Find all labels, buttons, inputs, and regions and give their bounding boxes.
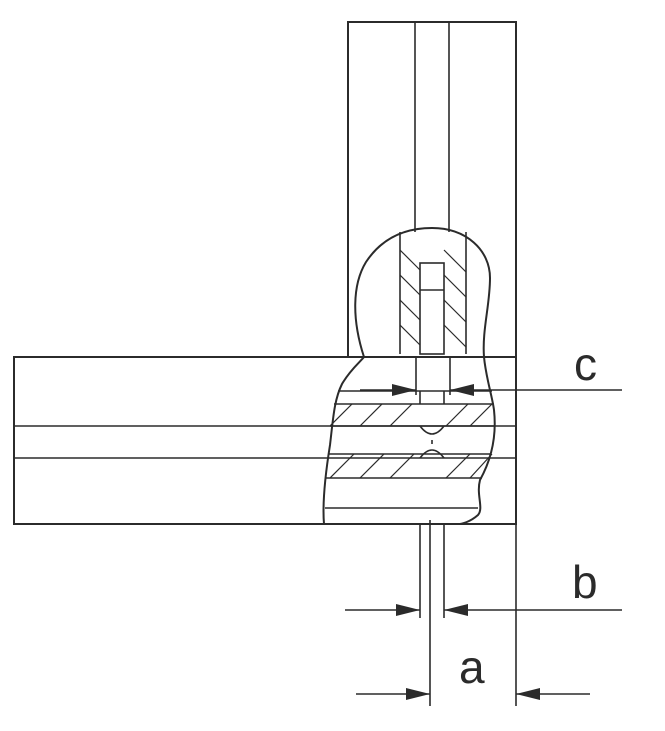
dimension-b: b <box>345 524 622 618</box>
dimension-b-arrow-right <box>444 604 468 616</box>
dimension-b-label: b <box>572 556 598 608</box>
vertical-profile <box>347 21 517 358</box>
dimension-a-label: a <box>459 641 485 693</box>
dimension-c-label: c <box>574 338 597 390</box>
notch-upper <box>419 425 445 435</box>
vertical-profile-outline <box>347 21 517 358</box>
dimension-b-arrow-left <box>396 604 420 616</box>
horizontal-profile <box>13 356 517 525</box>
cutaway-outline <box>322 226 496 525</box>
dimension-a-arrow-left <box>406 688 430 700</box>
upper-section-hatching <box>400 249 467 348</box>
dimension-a: a <box>356 520 590 706</box>
pin-insert <box>419 262 445 355</box>
dimension-a-arrow-right <box>516 688 540 700</box>
band-2-hatching <box>330 454 493 478</box>
cutaway-section <box>322 226 496 525</box>
dimension-c-arrow-left <box>392 384 416 396</box>
dimension-c-arrow-right <box>450 384 474 396</box>
dimension-c: c <box>360 338 622 396</box>
horizontal-profile-outline <box>13 356 517 525</box>
notch-lower <box>419 449 445 459</box>
band-1-hatching <box>330 404 493 426</box>
